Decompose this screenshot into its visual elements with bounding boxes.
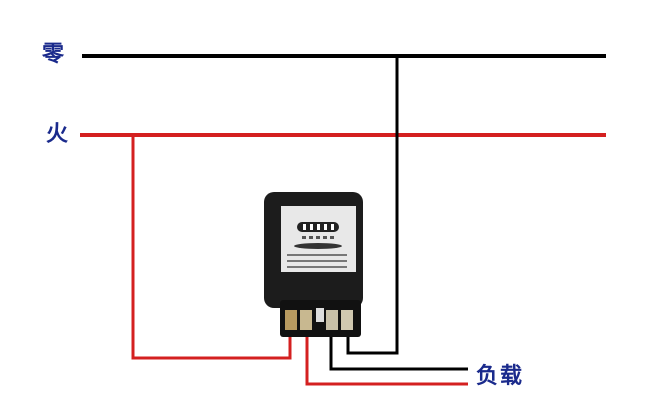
live-label: 火 [46,122,69,147]
electricity-meter-icon [264,192,363,337]
load-neutral-wire [329,330,468,371]
load-live-wire [305,330,468,386]
neutral-label: 零 [42,42,65,67]
neutral-to-meter-wire [346,56,399,355]
load-label: 负载 [476,364,525,389]
live-to-meter-wire [131,135,292,360]
